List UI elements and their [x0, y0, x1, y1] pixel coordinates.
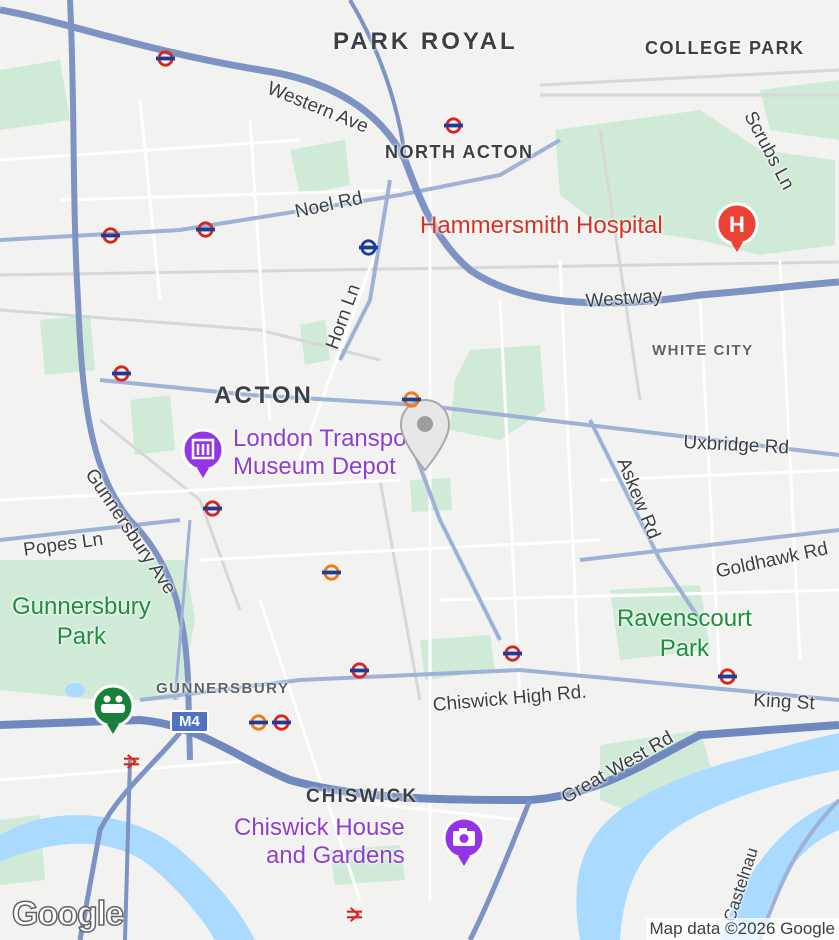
poi-label-line2: Museum Depot	[233, 453, 396, 480]
underground-station-icon[interactable]	[203, 499, 222, 518]
map-data-attribution[interactable]: Map data ©2026 Google	[645, 918, 839, 940]
poi-label-london-transport-museum[interactable]: London Transport Museum Depot	[233, 425, 421, 481]
poi-label-chiswick-house[interactable]: Chiswick House and Gardens	[234, 814, 405, 870]
area-acton: ACTON	[214, 382, 314, 409]
svg-text:H: H	[729, 212, 745, 237]
poi-label-line2: and Gardens	[265, 842, 405, 869]
park-label-ravenscourt-park[interactable]: Ravenscourt Park	[617, 604, 752, 664]
underground-station-icon[interactable]	[196, 220, 215, 239]
poi-label-hammersmith-hospital[interactable]: Hammersmith Hospital	[420, 212, 663, 239]
area-north-acton: NORTH ACTON	[385, 142, 534, 162]
underground-station-icon[interactable]	[718, 667, 737, 686]
google-logo: Google	[11, 894, 125, 934]
hospital-icon[interactable]: H	[713, 202, 761, 259]
location-pin-icon[interactable]	[399, 398, 451, 477]
underground-station-icon[interactable]	[503, 644, 522, 663]
area-chiswick: CHISWICK	[306, 786, 419, 807]
area-white-city: WHITE CITY	[652, 342, 754, 359]
underground-station-icon[interactable]	[272, 713, 291, 732]
park-activity-icon[interactable]	[89, 684, 137, 741]
camera-icon[interactable]	[440, 816, 488, 873]
road-label-king-st: King St	[752, 690, 816, 715]
underground-station-icon[interactable]	[156, 49, 175, 68]
motorway-shield-m4: M4	[170, 710, 209, 733]
underground-station-icon[interactable]	[101, 226, 120, 245]
park-label-line1: Gunnersbury	[12, 593, 151, 620]
park-label-line2: Park	[56, 623, 107, 650]
area-college-park: COLLEGE PARK	[645, 38, 805, 58]
underground-station-icon[interactable]	[359, 238, 378, 257]
underground-station-icon[interactable]	[112, 364, 131, 383]
national-rail-icon[interactable]	[345, 905, 364, 924]
underground-station-icon[interactable]	[444, 116, 463, 135]
underground-station-icon[interactable]	[402, 390, 421, 409]
poi-label-line1: Chiswick House	[234, 814, 405, 841]
park-label-line2: Park	[659, 635, 710, 662]
national-rail-icon[interactable]	[122, 752, 141, 771]
underground-station-icon[interactable]	[322, 563, 341, 582]
underground-station-icon[interactable]	[350, 661, 369, 680]
area-gunnersbury: GUNNERSBURY	[156, 680, 290, 697]
poi-label-line1: London Transport	[233, 425, 422, 452]
park-label-line1: Ravenscourt	[617, 605, 752, 632]
museum-icon[interactable]	[179, 428, 227, 485]
area-park-royal: PARK ROYAL	[333, 28, 518, 55]
underground-station-icon[interactable]	[249, 713, 268, 732]
park-label-gunnersbury-park[interactable]: Gunnersbury Park	[12, 592, 151, 652]
